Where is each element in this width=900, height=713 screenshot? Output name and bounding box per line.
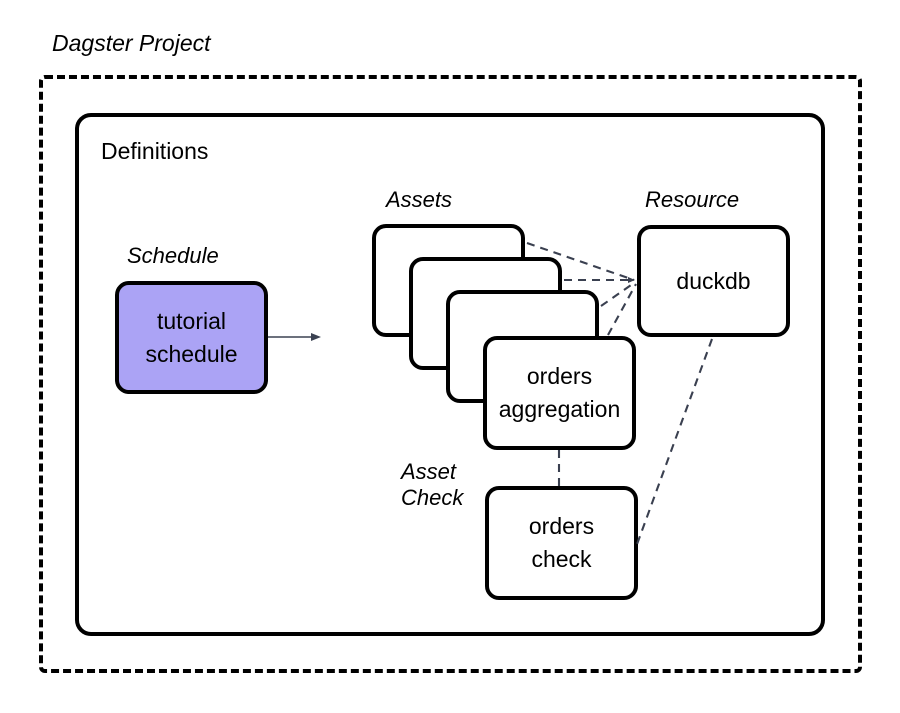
schedule-node-line2: schedule (145, 340, 238, 367)
definitions-title: Definitions (101, 138, 209, 164)
asset-check-node-orders-check[interactable]: orders check (485, 486, 638, 600)
asset-check-node-line2: check (531, 546, 592, 572)
resource-node-duckdb[interactable]: duckdb (637, 225, 790, 337)
schedule-group-label: Schedule (127, 243, 219, 268)
resource-node-line1: duckdb (676, 267, 751, 294)
schedule-node-line1: tutorial (156, 307, 227, 334)
project-title: Dagster Project (52, 30, 211, 56)
schedule-node-tutorial-schedule[interactable]: tutorial schedule (115, 281, 268, 394)
asset-card-4-line1: orders (526, 363, 593, 390)
assets-group-label: Assets (386, 187, 453, 212)
resource-group-label: Resource (645, 187, 740, 212)
asset-check-label-line2: Check (401, 484, 464, 510)
asset-check-node-line1: orders (528, 513, 595, 540)
asset-check-label-line1: Asset (401, 459, 457, 484)
asset-card-4-line2: aggregation (498, 396, 621, 422)
asset-node-orders-aggregation[interactable]: orders aggregation (483, 336, 636, 450)
project-boundary-box (39, 75, 862, 673)
